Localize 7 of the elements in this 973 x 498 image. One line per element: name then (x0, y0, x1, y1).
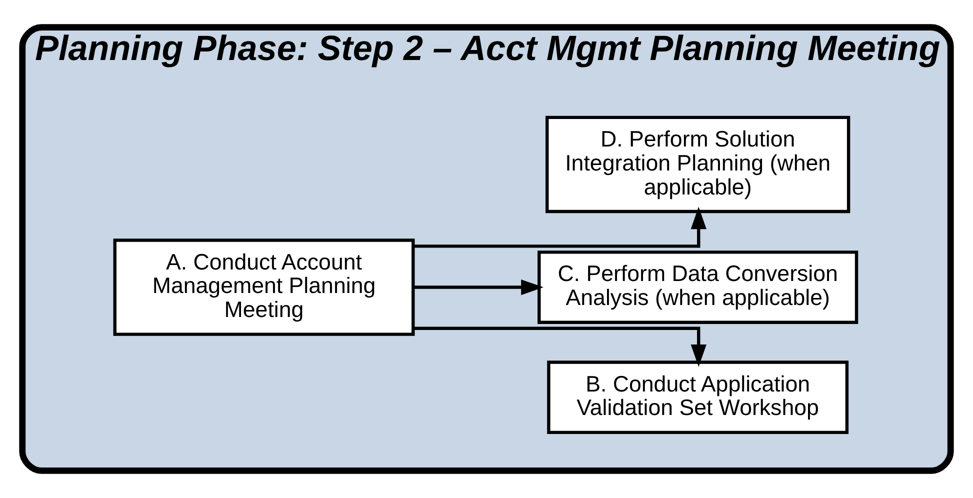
arrow (414, 206, 706, 248)
node-box: B. Conduct Application Validation Set Workshop (547, 360, 849, 434)
node-box: A. Conduct Account Management Planning Meeting (113, 238, 415, 336)
arrow (414, 326, 706, 367)
node-box: C. Perform Data Conversion Analysis (when applicable) (538, 250, 858, 324)
arrow (413, 279, 544, 296)
node-box: D. Perform Solution Integration Planning (when applicable) (546, 116, 850, 214)
